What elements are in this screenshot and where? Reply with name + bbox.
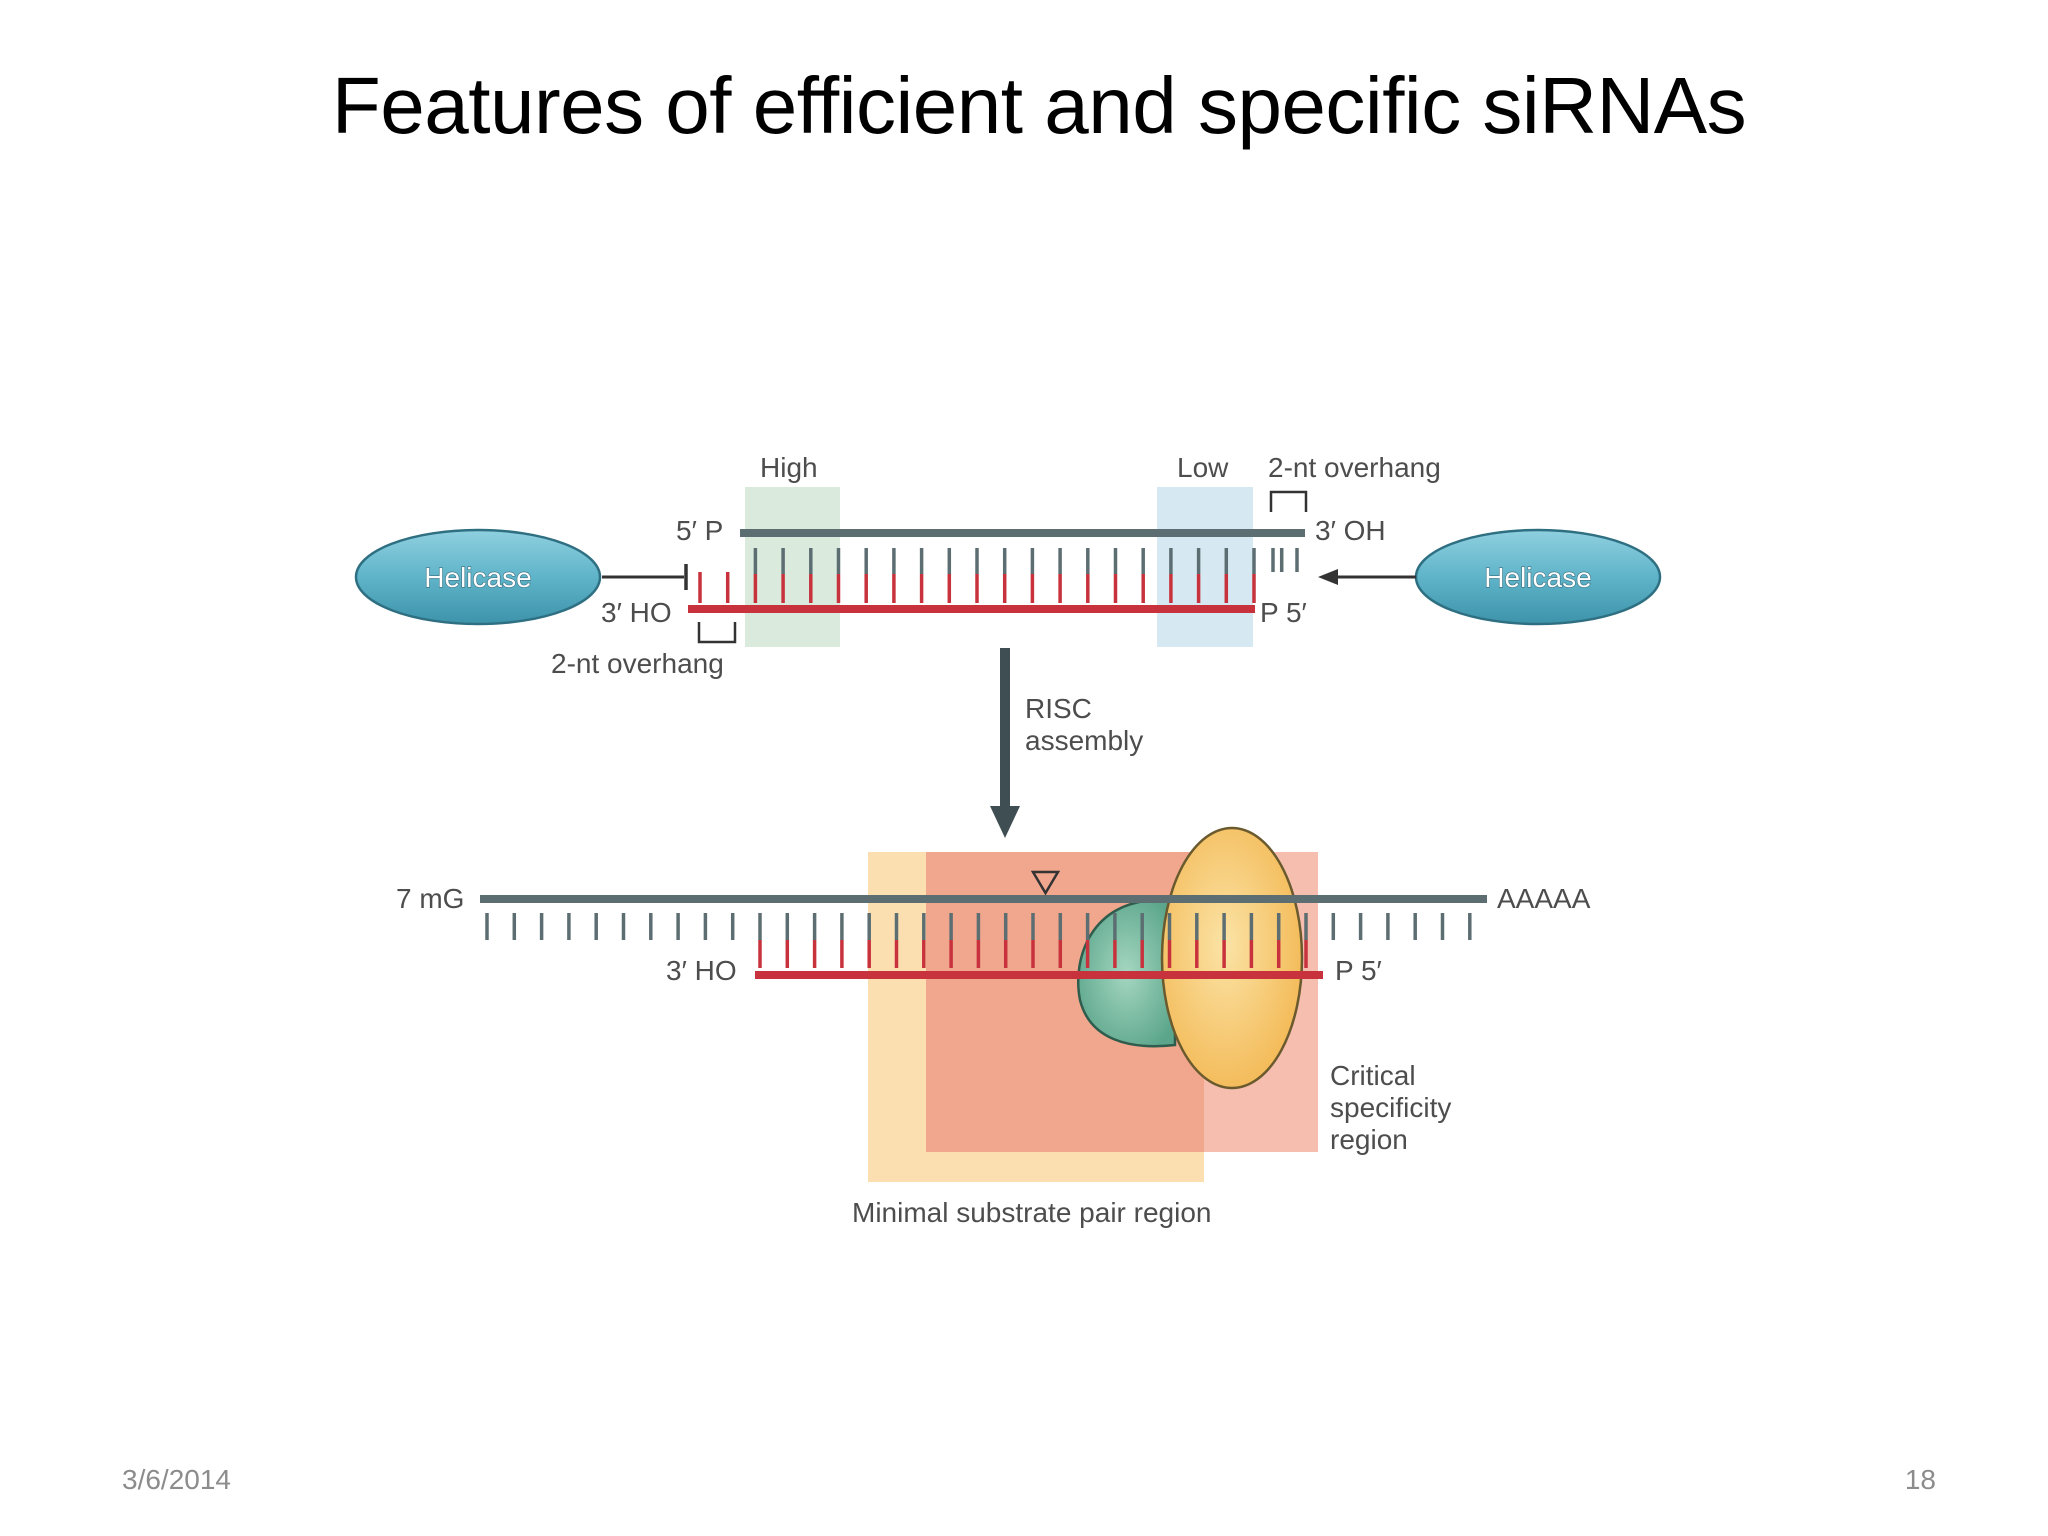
three-ho-top-label: 3′ HO	[601, 597, 672, 628]
three-ho-bottom-label: 3′ HO	[666, 955, 737, 986]
cleavage-site-icon	[1030, 870, 1061, 896]
high-stability-region	[745, 487, 840, 647]
arrow-down-icon	[990, 806, 1020, 838]
helicase-right-label: Helicase	[1484, 562, 1591, 593]
bottom-base-pairs	[485, 913, 1472, 968]
slide-date: 3/6/2014	[122, 1464, 231, 1495]
overhang-bottom-bracket	[697, 622, 737, 644]
arrow-left-icon	[1318, 569, 1338, 585]
overhang-bottom-label: 2-nt overhang	[551, 648, 724, 679]
top-base-pairs	[698, 548, 1299, 603]
critical-label-line1: Critical	[1330, 1060, 1416, 1091]
five-p-label: 5′ P	[676, 515, 723, 546]
p-five-bottom-label: P 5′	[1335, 955, 1382, 986]
critical-label-line3: region	[1330, 1124, 1408, 1155]
risc-yellow-domain	[1160, 826, 1304, 1090]
critical-label-line2: specificity	[1330, 1092, 1451, 1123]
minimal-label: Minimal substrate pair region	[852, 1197, 1212, 1228]
aaaaa-label: AAAAA	[1497, 883, 1591, 914]
helicase-left-label: Helicase	[424, 562, 531, 593]
overhang-top-bracket	[1269, 490, 1308, 512]
helicase-left	[354, 528, 602, 626]
risc-label-line1: RISC	[1025, 693, 1092, 724]
three-oh-label: 3′ OH	[1315, 515, 1386, 546]
low-label: Low	[1177, 452, 1229, 483]
low-stability-region	[1157, 487, 1253, 647]
risc-label-line2: assembly	[1025, 725, 1143, 756]
high-label: High	[760, 452, 818, 483]
overhang-top-label: 2-nt overhang	[1268, 452, 1441, 483]
seven-mg-label: 7 mG	[396, 883, 464, 914]
slide-title: Features of efficient and specific siRNA…	[331, 61, 1747, 150]
slide-page-number: 18	[1904, 1464, 1936, 1495]
p-five-top-label: P 5′	[1260, 597, 1307, 628]
